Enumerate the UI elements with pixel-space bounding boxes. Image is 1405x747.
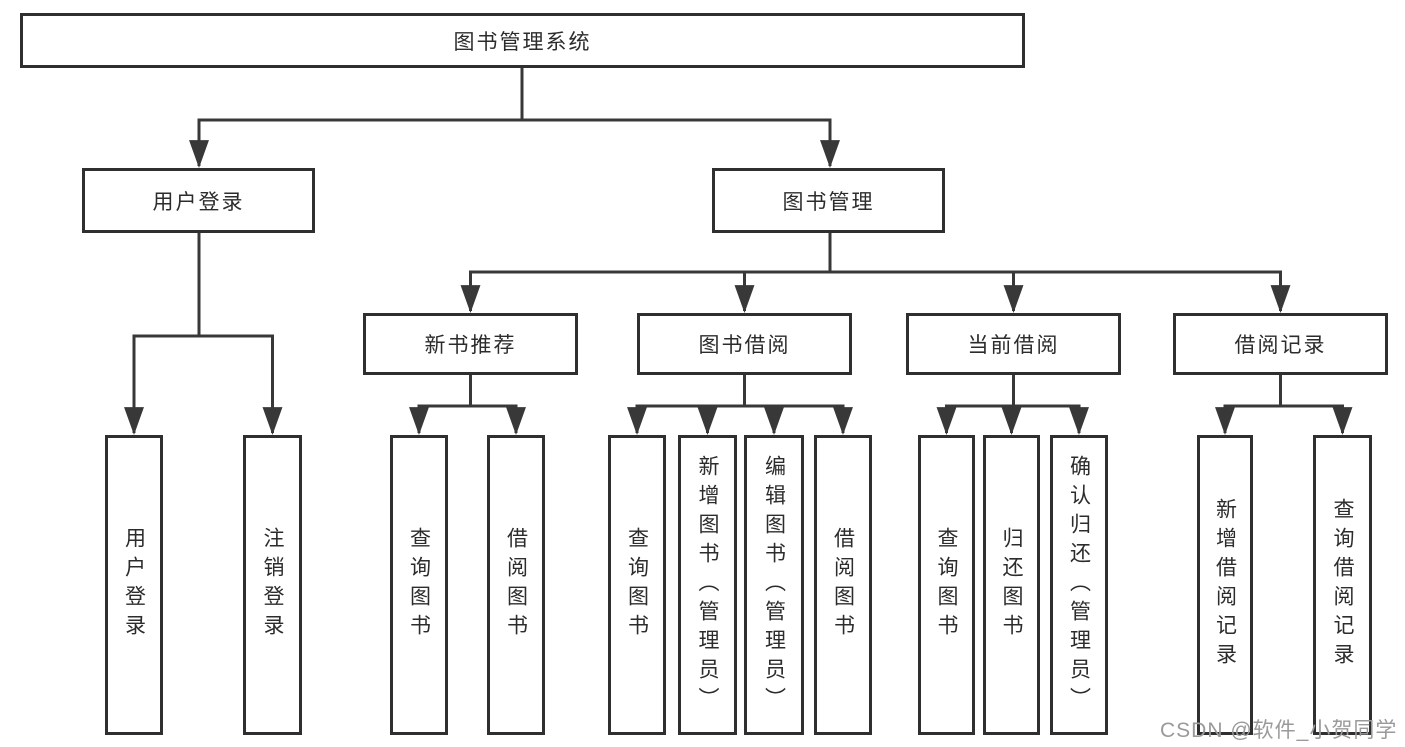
leaf-edit-book-admin: 编辑图书（管理员）	[744, 435, 804, 735]
node-book-borrow: 图书借阅	[637, 313, 852, 375]
connector-root-user-login	[189, 68, 524, 168]
connector-mgmt-borrow	[734, 233, 832, 313]
connector-borrow-leaf2	[697, 375, 746, 435]
leaf-label: 查询图书	[935, 527, 958, 643]
node-borrow-records: 借阅记录	[1173, 313, 1388, 375]
connector-newbook-leaf2	[469, 375, 526, 435]
leaf-label: 查询借阅记录	[1331, 498, 1354, 672]
leaf-add-borrow-record: 新增借阅记录	[1197, 435, 1253, 735]
connector-userlogin-leaf1	[124, 233, 201, 435]
connector-newbook-leaf1	[409, 375, 472, 435]
node-current-borrow: 当前借阅	[906, 313, 1121, 375]
leaf-label: 查询图书	[625, 527, 649, 643]
connector-records-leaf2	[1279, 375, 1353, 435]
leaf-label: 新增图书（管理员）	[696, 454, 719, 716]
leaf-logout: 注销登录	[243, 435, 302, 735]
csdn-watermark: CSDN @软件_小贺同学	[1160, 719, 1398, 742]
connector-borrow-leaf3	[743, 375, 784, 435]
leaf-query-books-borrow: 查询图书	[608, 435, 666, 735]
connector-root-book-mgmt	[520, 68, 840, 168]
connector-mgmt-records	[828, 233, 1291, 313]
connector-borrow-leaf1	[627, 375, 746, 435]
leaf-add-book-admin: 新增图书（管理员）	[678, 435, 737, 735]
leaf-label: 用户登录	[122, 527, 146, 643]
node-new-book-recommend: 新书推荐	[363, 313, 578, 375]
leaf-label: 借阅图书	[831, 527, 855, 643]
node-user-login: 用户登录	[82, 168, 315, 233]
leaf-label: 确认归还（管理员）	[1067, 454, 1091, 716]
leaf-label: 编辑图书（管理员）	[762, 454, 786, 716]
leaf-label: 注销登录	[261, 527, 284, 643]
connector-current-leaf3	[1012, 375, 1089, 435]
connector-records-leaf1	[1215, 375, 1282, 435]
leaf-return-book: 归还图书	[983, 435, 1040, 735]
leaf-borrow-books: 借阅图书	[814, 435, 872, 735]
connector-userlogin-leaf2	[197, 233, 283, 435]
connector-current-leaf1	[936, 375, 1015, 435]
leaf-confirm-return-admin: 确认归还（管理员）	[1050, 435, 1108, 735]
leaf-label: 新增借阅记录	[1213, 498, 1237, 672]
leaf-borrow-books-recommend: 借阅图书	[487, 435, 545, 735]
leaf-label: 借阅图书	[504, 527, 528, 643]
leaf-label: 查询图书	[407, 527, 431, 643]
leaf-query-books-current: 查询图书	[918, 435, 975, 735]
node-root-library-system: 图书管理系统	[20, 13, 1025, 68]
leaf-query-books-recommend: 查询图书	[390, 435, 448, 735]
leaf-user-login: 用户登录	[105, 435, 163, 735]
connector-borrow-leaf4	[743, 375, 853, 435]
leaf-query-borrow-record: 查询借阅记录	[1313, 435, 1372, 735]
leaf-label: 归还图书	[1000, 527, 1023, 643]
node-book-management: 图书管理	[712, 168, 945, 233]
